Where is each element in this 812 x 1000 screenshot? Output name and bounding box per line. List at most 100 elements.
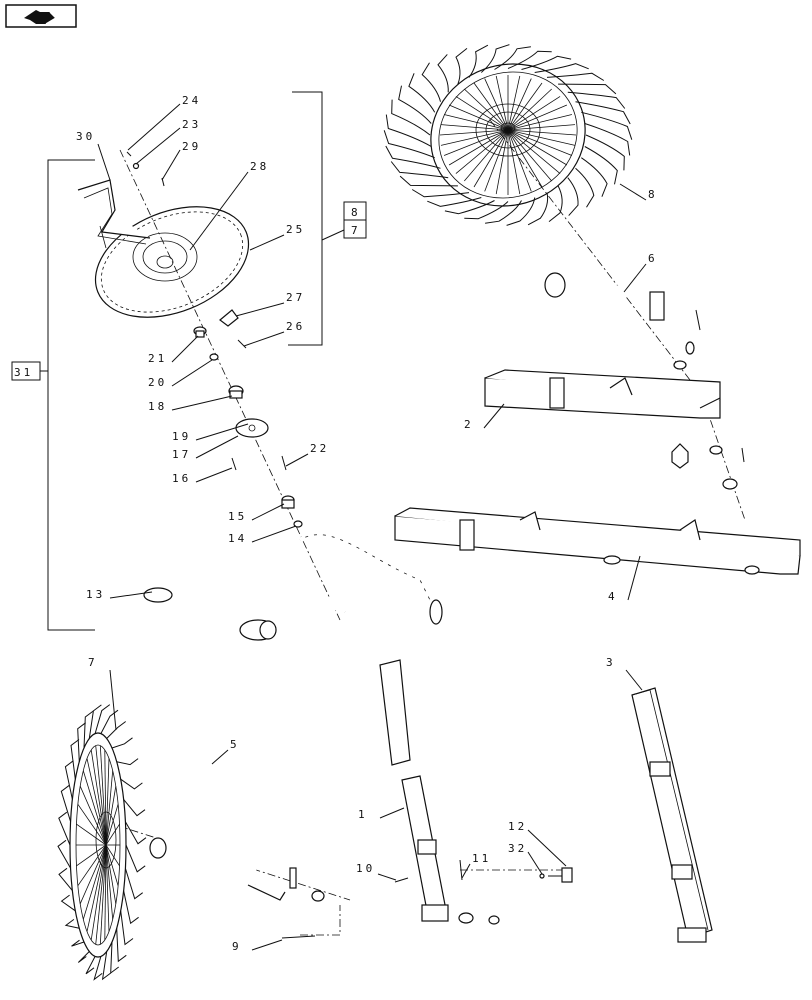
tine bbox=[124, 868, 143, 900]
rake-wheel-8 bbox=[383, 44, 633, 226]
tine bbox=[123, 890, 139, 925]
leader-line-23 bbox=[135, 127, 181, 165]
callout-label-5: 5 bbox=[230, 738, 240, 751]
spoke bbox=[86, 844, 107, 932]
callout-box-8: 8 bbox=[343, 201, 367, 221]
spoke bbox=[105, 844, 120, 867]
spoke bbox=[507, 129, 553, 182]
spoke bbox=[507, 129, 543, 188]
leader-lines bbox=[97, 103, 647, 951]
leader-line-20 bbox=[171, 359, 213, 387]
leader-line-27 bbox=[235, 302, 285, 317]
spoke bbox=[507, 82, 543, 131]
tine bbox=[567, 177, 579, 216]
tine bbox=[575, 167, 595, 208]
spoke bbox=[443, 129, 509, 156]
callout-label-28: 28 bbox=[250, 160, 269, 173]
tine bbox=[548, 185, 563, 222]
callout-label-6: 6 bbox=[648, 252, 658, 265]
spoke bbox=[464, 88, 509, 131]
tine bbox=[575, 101, 631, 125]
leader-line-18 bbox=[171, 395, 233, 411]
tine bbox=[421, 62, 441, 102]
spoke bbox=[507, 96, 561, 131]
wheel-arm-5 bbox=[149, 770, 409, 939]
leader-line-26 bbox=[243, 331, 285, 347]
beam-3 bbox=[631, 687, 713, 943]
spoke bbox=[444, 114, 509, 131]
tine bbox=[399, 175, 458, 187]
tine bbox=[391, 99, 431, 136]
tine bbox=[83, 710, 94, 749]
tine bbox=[390, 161, 449, 179]
leader-line-32 bbox=[527, 851, 543, 875]
callout-box-31: 31 bbox=[11, 361, 41, 381]
navigation-icon[interactable] bbox=[5, 4, 77, 28]
spoke bbox=[99, 844, 107, 945]
callout-label-19: 19 bbox=[172, 430, 191, 443]
svg-text:8: 8 bbox=[351, 206, 361, 219]
callout-box-7: 7 bbox=[343, 219, 367, 239]
tine bbox=[116, 928, 127, 963]
spoke bbox=[507, 129, 561, 174]
spoke bbox=[507, 129, 577, 136]
spoke bbox=[76, 823, 107, 846]
callout-label-25: 25 bbox=[286, 223, 305, 236]
assembly-brackets bbox=[47, 91, 323, 631]
tine bbox=[411, 189, 470, 198]
callout-label-2: 2 bbox=[464, 418, 474, 431]
leader-line-21 bbox=[171, 335, 199, 363]
tine bbox=[100, 709, 119, 734]
spoke bbox=[507, 114, 572, 131]
leader-line-2 bbox=[483, 403, 505, 429]
spoke bbox=[473, 129, 509, 188]
callout-label-24: 24 bbox=[182, 94, 201, 107]
wheel-arm-13 bbox=[130, 532, 443, 641]
leader-line-4 bbox=[627, 555, 641, 601]
spoke bbox=[86, 758, 107, 846]
callout-label-7: 7 bbox=[88, 656, 98, 669]
tine bbox=[125, 844, 146, 873]
spoke bbox=[507, 129, 521, 195]
svg-text:7: 7 bbox=[351, 224, 361, 237]
callout-label-26: 26 bbox=[286, 320, 305, 333]
callout-label-15: 15 bbox=[228, 510, 247, 523]
spoke bbox=[507, 88, 552, 131]
tine bbox=[398, 85, 432, 124]
spoke bbox=[104, 844, 107, 941]
spoke bbox=[507, 129, 568, 166]
spoke bbox=[507, 78, 532, 131]
callout-label-27: 27 bbox=[286, 291, 305, 304]
spoke bbox=[105, 804, 119, 846]
tine bbox=[111, 737, 133, 749]
callout-label-13: 13 bbox=[86, 588, 105, 601]
spoke bbox=[507, 129, 576, 146]
callout-label-23: 23 bbox=[182, 118, 201, 131]
callout-label-1: 1 bbox=[358, 808, 368, 821]
leader-line-6 bbox=[623, 263, 647, 293]
callout-label-17: 17 bbox=[172, 448, 191, 461]
tine bbox=[60, 894, 76, 912]
beam-2 bbox=[484, 369, 745, 490]
leader-line-19 bbox=[195, 423, 249, 441]
spoke bbox=[95, 844, 107, 945]
tine bbox=[567, 91, 626, 109]
tine bbox=[464, 201, 509, 220]
tine bbox=[385, 145, 441, 169]
spoke bbox=[105, 844, 119, 886]
callout-label-32: 32 bbox=[508, 842, 527, 855]
spoke bbox=[507, 104, 568, 131]
spoke bbox=[507, 129, 573, 156]
callout-label-10: 10 bbox=[356, 862, 375, 875]
tine bbox=[93, 956, 103, 981]
leader-line-8 bbox=[619, 183, 647, 201]
callout-label-12: 12 bbox=[508, 820, 527, 833]
spoke bbox=[104, 749, 107, 846]
spoke bbox=[105, 823, 120, 846]
tine bbox=[558, 83, 617, 95]
tine bbox=[77, 722, 86, 762]
tine bbox=[85, 956, 96, 975]
spoke bbox=[77, 804, 107, 846]
